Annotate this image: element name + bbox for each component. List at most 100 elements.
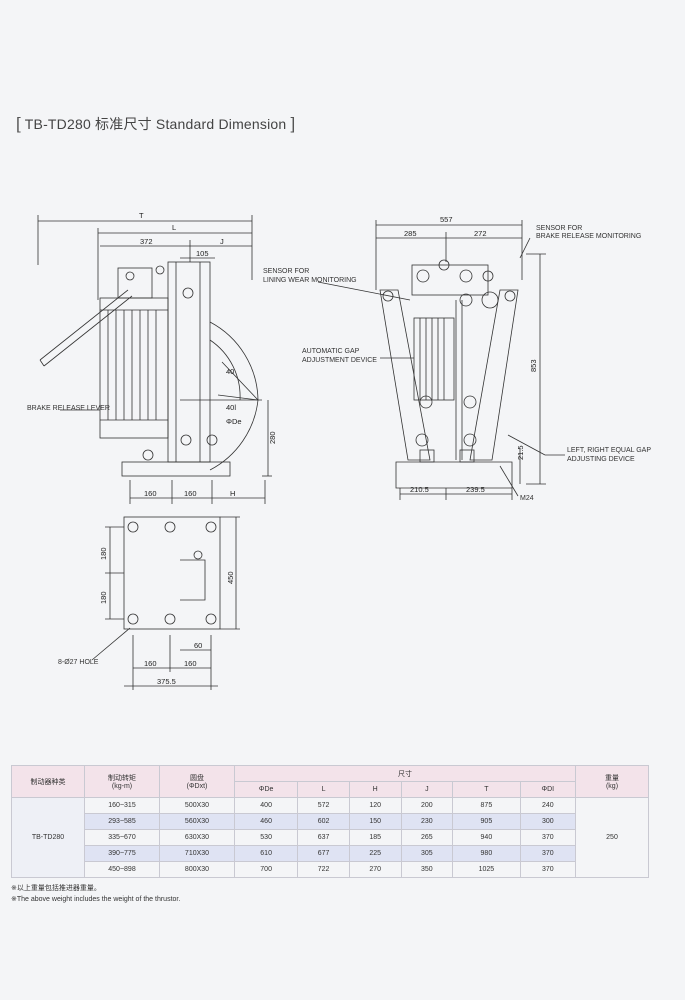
th-j: J [400, 781, 454, 798]
heading-title: TB-TD280 标准尺寸 Standard Dimension [24, 116, 287, 132]
cell-l: 722 [297, 861, 350, 878]
cell-model: TB-TD280 [11, 797, 85, 878]
cell-l: 637 [297, 829, 350, 846]
label-brake-release-lever: BRAKE RELEASE LEVER [27, 405, 110, 412]
cell-de: 530 [233, 829, 299, 846]
cell-disc: 800X30 [159, 861, 235, 878]
dim-557: 557 [440, 215, 453, 224]
cell-torque: 390~775 [84, 845, 160, 862]
th-torque-label: 制动转矩 [108, 775, 136, 782]
label-sensor-release-1: SENSOR FOR [536, 225, 582, 232]
dim-j: J [220, 237, 224, 246]
dim-239-5: 239.5 [466, 485, 485, 494]
note-en: ※The above weight includes the weight of… [11, 896, 181, 903]
dim-180-a: 180 [99, 547, 108, 560]
cell-de: 400 [233, 797, 299, 814]
cell-disc: 710X30 [159, 845, 235, 862]
dim-210-5: 210.5 [410, 485, 429, 494]
cell-weight: 250 [575, 797, 649, 878]
cell-di: 370 [519, 829, 577, 846]
label-hole: 8-Ø27 HOLE [58, 659, 99, 666]
plan-view [91, 516, 240, 690]
dim-450: 450 [226, 571, 235, 584]
th-t: T [452, 781, 521, 798]
dim-272: 272 [474, 229, 487, 238]
dim-60: 60 [194, 641, 202, 650]
dim-105: 105 [196, 249, 209, 258]
label-sensor-release-2: BRAKE RELEASE MONITORING [536, 233, 641, 240]
front-view [317, 220, 565, 500]
cell-l: 677 [297, 845, 350, 862]
dim-r40: 40 [226, 367, 234, 376]
cell-j: 265 [400, 829, 454, 846]
note-cn: ※以上重量包括推进器重量。 [11, 885, 101, 892]
cell-h: 120 [348, 797, 402, 814]
th-weight-unit: (kg) [605, 783, 619, 790]
cell-h: 270 [348, 861, 402, 878]
th-di: ΦDI [519, 781, 577, 798]
th-model: 制动器种类 [11, 765, 85, 798]
technical-drawing: T L 372 J 105 40 40l ΦDe 280 BRAKE RELEA… [27, 211, 651, 690]
label-auto-gap-1: AUTOMATIC GAP [302, 348, 360, 355]
cell-h: 150 [348, 813, 402, 830]
cell-torque: 450~898 [84, 861, 160, 878]
cell-di: 240 [519, 797, 577, 814]
cell-de: 460 [233, 813, 299, 830]
dimension-table: 制动器种类 制动转矩 (kg-m) 圆盘 (ΦDxt) 尺寸 重量 (kg) Φ… [11, 765, 649, 878]
th-weight: 重量 (kg) [575, 765, 649, 798]
dim-l: L [172, 223, 176, 232]
th-torque-unit: (kg-m) [111, 783, 133, 790]
dim-375-5: 375.5 [157, 677, 176, 686]
cell-di: 370 [519, 861, 577, 878]
label-sensor-wear-1: SENSOR FOR [263, 268, 309, 275]
label-auto-gap-2: ADJUSTMENT DEVICE [302, 357, 377, 364]
close-bracket: ] [290, 114, 296, 133]
cell-di: 370 [519, 845, 577, 862]
cell-j: 200 [400, 797, 454, 814]
cell-h: 185 [348, 829, 402, 846]
cell-disc: 630X30 [159, 829, 235, 846]
cell-l: 602 [297, 813, 350, 830]
th-disc: 圆盘 (ΦDxt) [159, 765, 235, 798]
cell-torque: 160~315 [84, 797, 160, 814]
cell-j: 305 [400, 845, 454, 862]
cell-disc: 500X30 [159, 797, 235, 814]
cell-t: 980 [452, 845, 521, 862]
dim-h: H [230, 489, 235, 498]
cell-h: 225 [348, 845, 402, 862]
cell-de: 700 [233, 861, 299, 878]
cell-j: 350 [400, 861, 454, 878]
th-h: H [348, 781, 402, 798]
dim-280: 280 [268, 431, 277, 444]
th-weight-label: 重量 [605, 775, 619, 782]
cell-j: 230 [400, 813, 454, 830]
cell-torque: 335~670 [84, 829, 160, 846]
side-view [37, 215, 272, 504]
dim-372: 372 [140, 237, 153, 246]
page-heading: [ TB-TD280 标准尺寸 Standard Dimension ] [16, 114, 295, 134]
th-torque: 制动转矩 (kg-m) [84, 765, 160, 798]
label-sensor-wear-2: LINING WEAR MONITORING [263, 277, 357, 284]
th-size: 尺寸 [234, 765, 576, 782]
notes: ※以上重量包括推进器重量。 ※The above weight includes… [11, 883, 180, 905]
dim-401: 40l [226, 403, 236, 412]
th-de: ΦDe [233, 781, 299, 798]
dim-285: 285 [404, 229, 417, 238]
cell-torque: 293~585 [84, 813, 160, 830]
label-gap-2: ADJUSTING DEVICE [567, 456, 635, 463]
cell-t: 940 [452, 829, 521, 846]
th-disc-label: 圆盘 [190, 775, 204, 782]
label-m24: M24 [520, 495, 534, 502]
dim-160-d: 160 [184, 659, 197, 668]
cell-disc: 560X30 [159, 813, 235, 830]
dim-phi-de: ΦDe [226, 417, 242, 426]
open-bracket: [ [16, 114, 21, 133]
dim-853: 853 [529, 359, 538, 372]
th-l: L [297, 781, 350, 798]
